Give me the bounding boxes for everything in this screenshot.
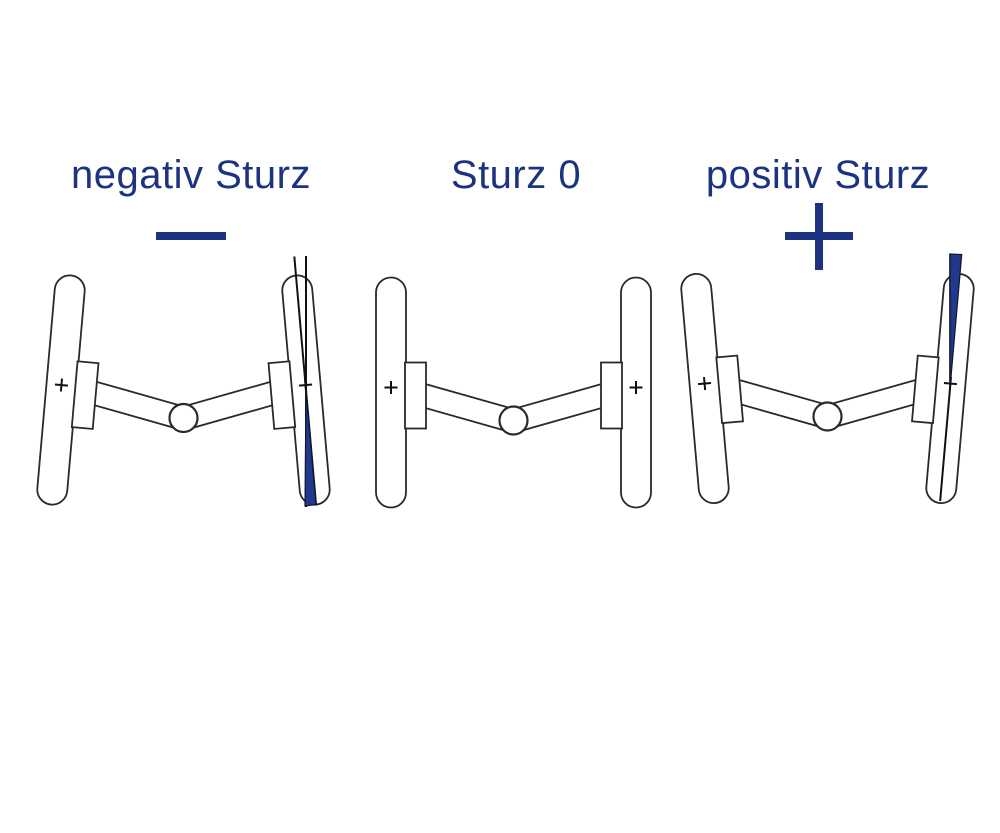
right-wheel-center-mark — [629, 381, 643, 394]
left-wheel-center-mark — [54, 378, 68, 392]
pivot-joint — [812, 401, 843, 432]
pivot-joint — [168, 402, 199, 434]
right-wheel-group — [267, 274, 331, 506]
right-wheel-group — [600, 276, 652, 509]
pivot-joint — [498, 405, 529, 436]
wheel-centerline — [939, 388, 951, 502]
title-zero-camber: Sturz 0 — [450, 153, 582, 197]
title-positive-camber: positiv Sturz — [705, 153, 931, 197]
panel-positive-camber — [680, 253, 975, 505]
plus-icon-vertical-bar — [815, 203, 823, 270]
left-wheel-group — [375, 276, 427, 509]
right-wheel-hub — [911, 354, 940, 425]
left-wheel-center-mark — [384, 381, 398, 394]
camber-angle-wedge — [949, 253, 963, 389]
camber-angle-wedge — [304, 389, 317, 507]
panel-negative-camber — [36, 256, 331, 507]
left-wheel-group — [36, 274, 100, 506]
left-wheel-hub — [715, 354, 744, 425]
left-wheel-hub — [70, 360, 100, 430]
plus-icon — [785, 203, 853, 270]
right-wheel-group — [911, 272, 975, 505]
left-wheel-group — [680, 272, 744, 505]
right-wheel-hub — [600, 361, 623, 430]
left-wheel-center-mark — [698, 376, 712, 391]
left-wheel-hub — [404, 361, 427, 430]
right-wheel-hub — [267, 360, 297, 430]
title-negative-camber: negativ Sturz — [71, 153, 311, 197]
panel-zero-camber — [375, 276, 652, 509]
minus-icon — [156, 232, 226, 240]
